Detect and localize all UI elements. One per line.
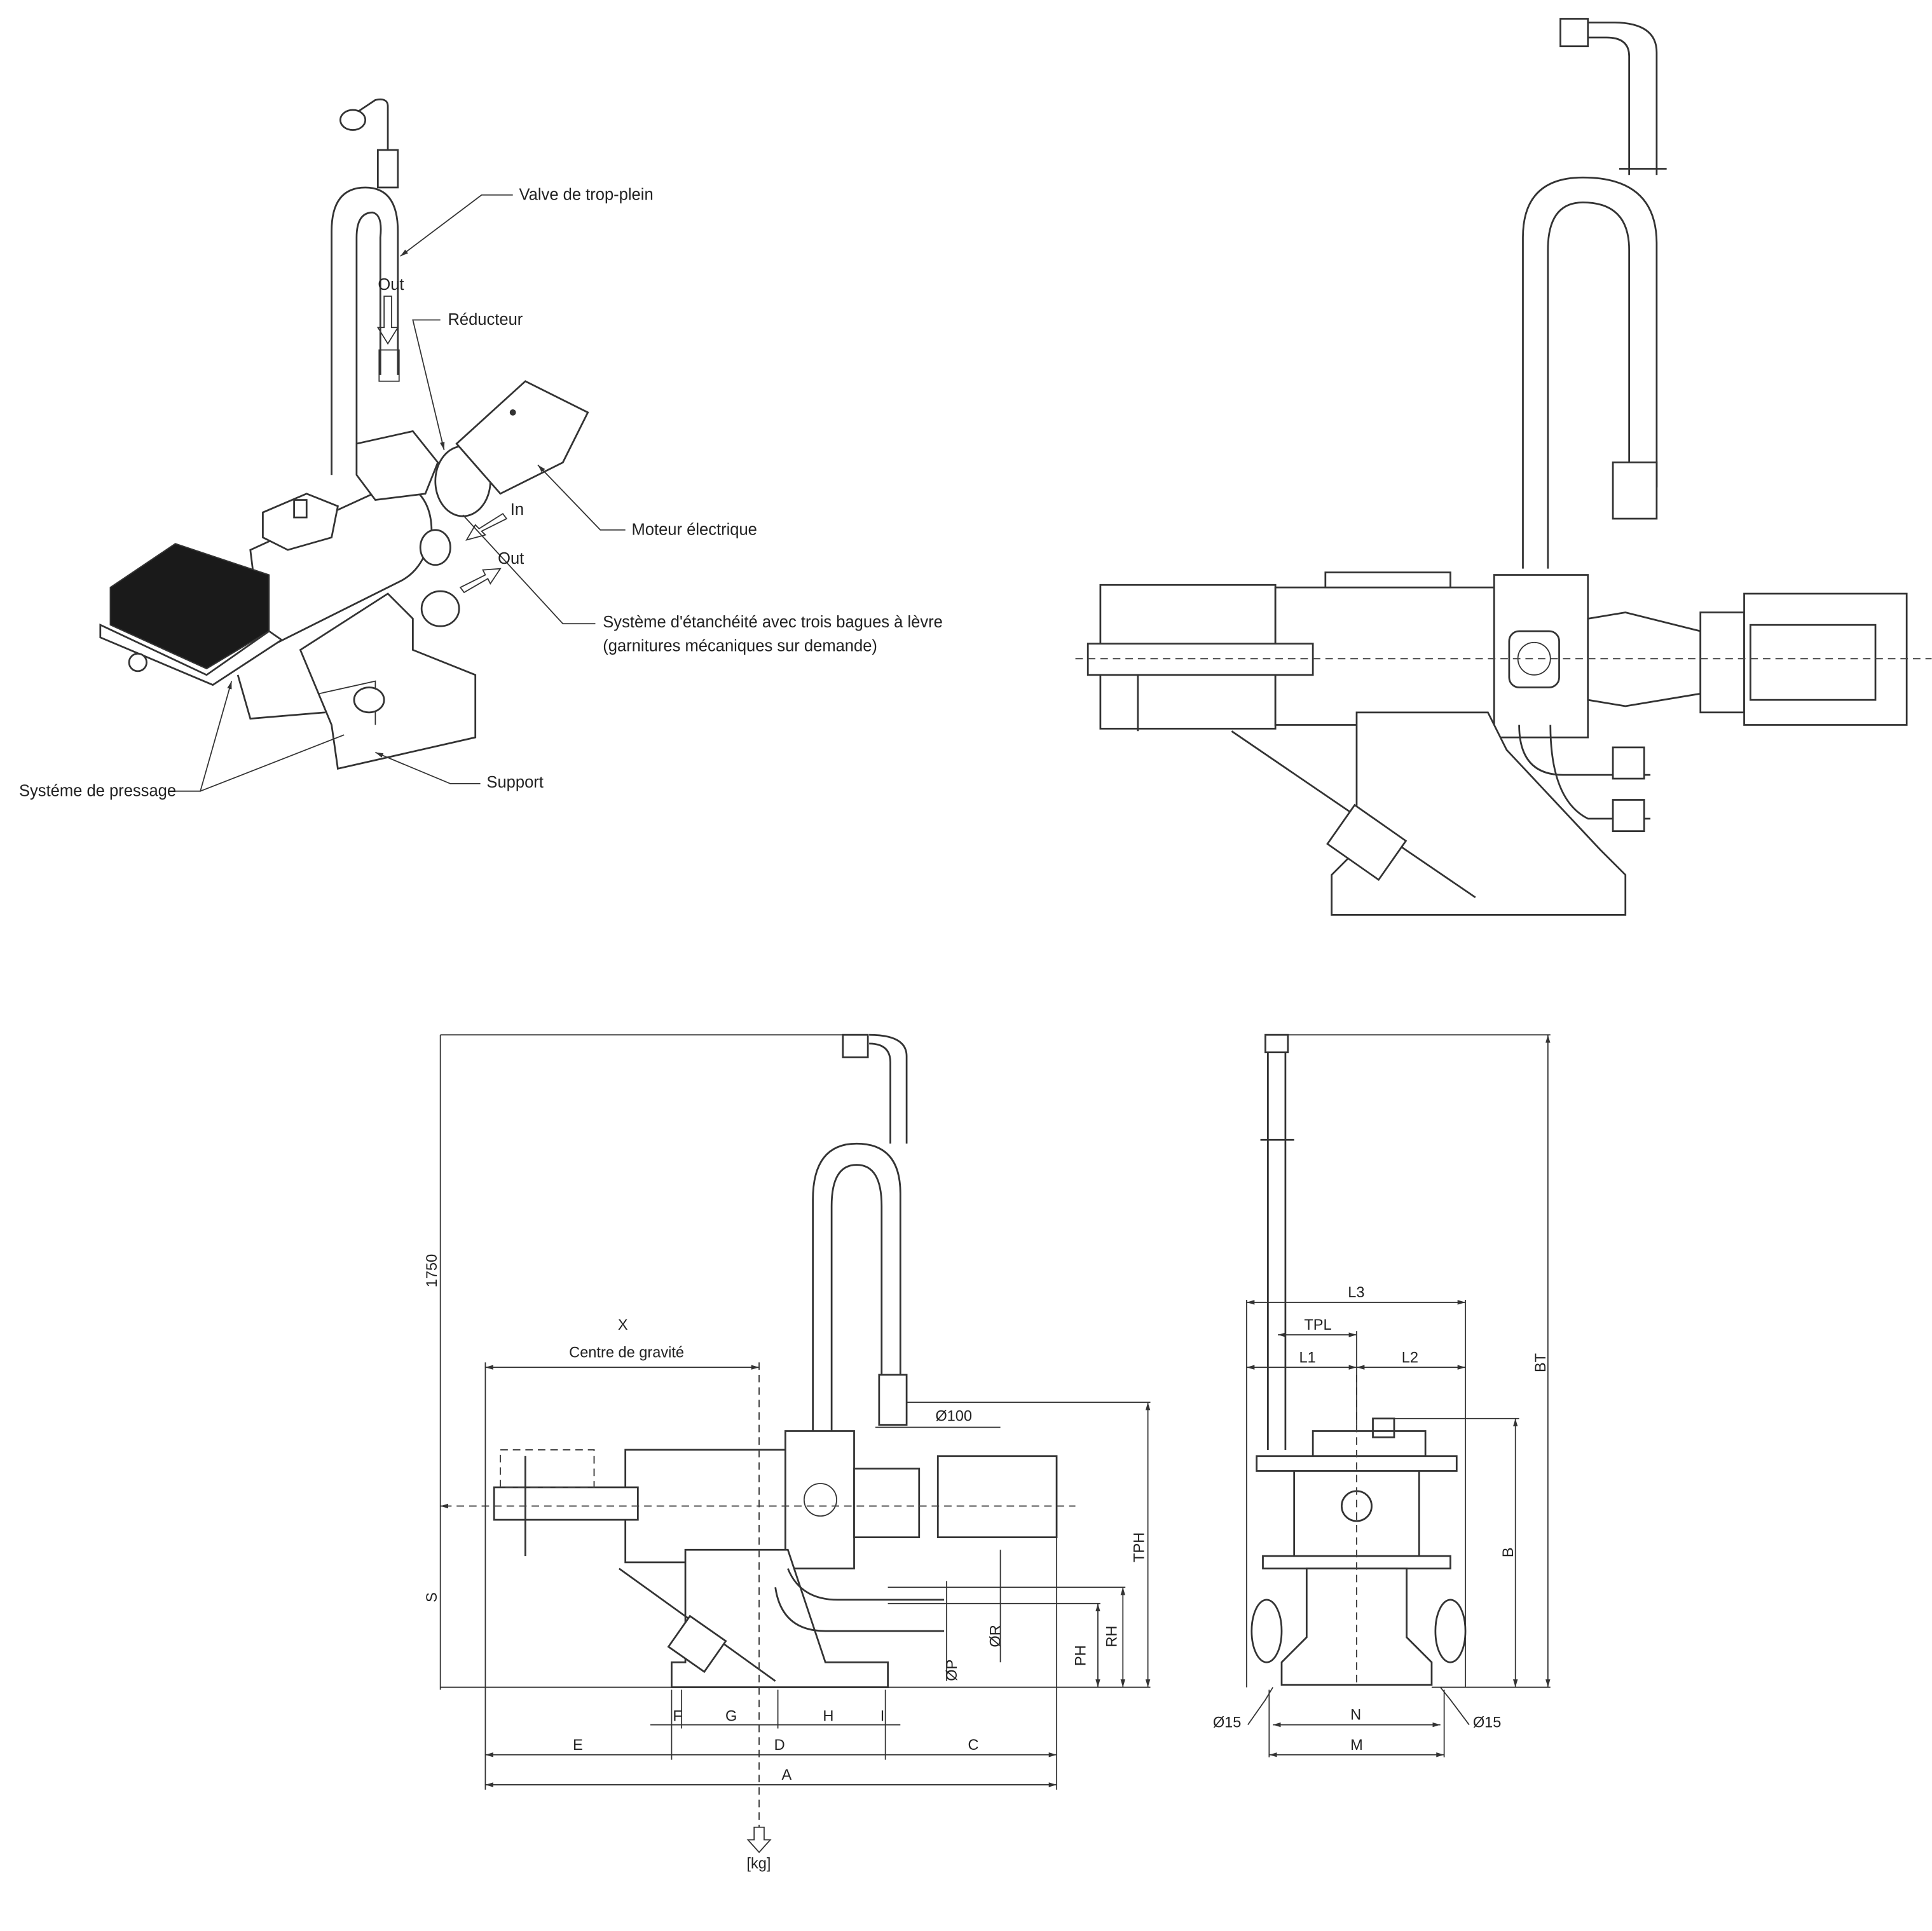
dim-d: D [774, 1737, 785, 1753]
label-support: Support [486, 774, 543, 791]
dim-op: ØP [943, 1660, 960, 1681]
dim-s: S [423, 1592, 440, 1602]
label-motor: Moteur électrique [632, 521, 757, 539]
dim-tph: TPH [1131, 1532, 1148, 1562]
dim-l1: L1 [1299, 1349, 1316, 1365]
screw-body [249, 380, 589, 770]
dim-1750: 1750 [423, 1254, 440, 1287]
weight-kg: [kg] [746, 1855, 771, 1872]
dim-d100: Ø100 [935, 1408, 972, 1424]
dim-e: E [573, 1737, 583, 1753]
dim-f: F [673, 1708, 682, 1724]
dim-d15-left: Ø15 [1213, 1714, 1242, 1730]
dim-bt: BT [1532, 1353, 1549, 1372]
label-reducer: Réducteur [448, 311, 523, 329]
dim-l3: L3 [1348, 1284, 1364, 1300]
label-in: In [510, 501, 524, 519]
dim-m: M [1350, 1737, 1363, 1753]
label-pressing: Systéme de pressage [19, 782, 176, 800]
press-block [99, 543, 325, 720]
overflow-pipe [331, 99, 400, 475]
isometric-view: Valve de trop-plein Réducteur Moteur éle… [19, 99, 943, 800]
dim-c: C [968, 1737, 978, 1753]
side-view [1075, 18, 1932, 916]
dim-b: B [1500, 1547, 1516, 1557]
dim-g: G [725, 1708, 737, 1724]
dimension-side-view: 1750 S X Centre de gravité Ø100 TPH RH P… [423, 1034, 1151, 1872]
label-out-pipe: Out [378, 276, 404, 294]
dim-h: H [823, 1708, 833, 1724]
dimension-front-view: L3 TPL L1 L2 BT B N M Ø15 Ø15 [1213, 1034, 1551, 1757]
dim-tpl: TPL [1304, 1316, 1331, 1333]
dim-or: ØR [987, 1625, 1004, 1647]
dim-rh: RH [1103, 1626, 1120, 1648]
dim-d15-right: Ø15 [1473, 1714, 1502, 1730]
flow-arrows [376, 296, 508, 594]
leader-lines [168, 194, 626, 792]
dim-l2: L2 [1402, 1349, 1418, 1365]
dim-a: A [781, 1766, 791, 1783]
dim-x: X [618, 1316, 628, 1333]
dim-n: N [1350, 1707, 1361, 1723]
dim-ph: PH [1072, 1645, 1088, 1666]
dim-i: I [880, 1708, 885, 1724]
label-sealing-1: Système d'étanchéité avec trois bagues à… [603, 613, 943, 631]
label-out: Out [498, 550, 524, 568]
dim-cog: Centre de gravité [569, 1344, 684, 1360]
label-overflow-valve: Valve de trop-plein [519, 186, 654, 204]
label-sealing-2: (garnitures mécaniques sur demande) [603, 637, 877, 655]
